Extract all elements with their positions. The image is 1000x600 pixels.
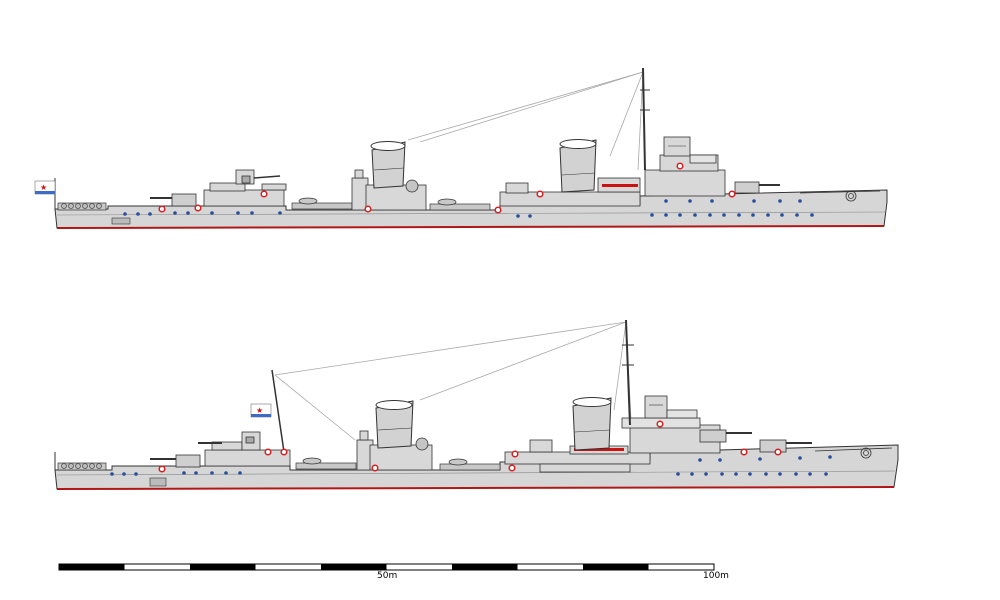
aft-superstructure-upper xyxy=(203,169,287,207)
foremast-lower xyxy=(622,319,634,426)
boot-topping-upper xyxy=(56,225,885,229)
torpedo-tubes-mid-lower xyxy=(439,458,501,471)
fwd-gun-upper xyxy=(734,181,780,194)
scale-bar-segment xyxy=(583,564,649,570)
portholes-lower xyxy=(110,455,832,476)
scale-bar-segment xyxy=(452,564,518,570)
scale-label-100m: 100m xyxy=(703,571,729,581)
bridge-lower xyxy=(621,395,721,454)
portholes-upper xyxy=(123,199,814,218)
anchor-gear-lower xyxy=(814,447,893,459)
anchor-gear-upper xyxy=(799,190,881,202)
torpedo-tubes-mid-upper xyxy=(429,198,491,211)
searchlight-platform-upper xyxy=(351,169,427,211)
scale-bar-segment xyxy=(59,564,125,570)
naval-ensign-lower: ★ xyxy=(250,403,272,418)
lifebuoys-upper xyxy=(158,162,736,214)
scale-bar-segment xyxy=(190,564,256,570)
fwd-gun-b-lower xyxy=(699,429,752,443)
aft-gun-lower xyxy=(150,454,201,468)
rigging-upper xyxy=(407,71,644,171)
propeller-guard-upper xyxy=(111,217,131,225)
deck-line-upper xyxy=(56,211,886,216)
boot-topping-lower xyxy=(56,486,895,490)
ship-lower: ★ xyxy=(54,319,899,490)
searchlight-platform-lower xyxy=(356,430,433,471)
funnel-fore-lower xyxy=(375,400,414,449)
aft-superstructure-lower xyxy=(198,431,291,467)
torpedo-tubes-aft-upper xyxy=(291,197,353,210)
ship-upper: ★ xyxy=(34,67,888,229)
scale-bar-segment xyxy=(321,564,387,570)
naval-ensign-upper: ★ xyxy=(34,180,56,195)
fwd-superstructure-upper xyxy=(499,177,641,207)
propeller-guard-lower xyxy=(149,477,167,487)
scale-bar xyxy=(58,563,715,571)
funnel-aft-lower xyxy=(572,397,612,451)
funnel-aft-upper xyxy=(559,139,597,193)
scale-bar-segments xyxy=(59,564,649,570)
depth-charge-rack-upper xyxy=(57,202,107,211)
bridge-upper xyxy=(644,136,726,197)
depth-charge-rack-lower xyxy=(57,462,107,471)
mainmast-lower xyxy=(271,369,285,453)
foremast-upper xyxy=(640,67,650,171)
svg-text:★: ★ xyxy=(40,183,47,192)
scale-label-50m: 50m xyxy=(377,571,398,581)
svg-text:★: ★ xyxy=(256,406,263,415)
lifebuoys-lower xyxy=(158,420,782,473)
fwd-superstructure-lower xyxy=(504,439,651,473)
funnel-fore-upper xyxy=(370,141,406,189)
aft-gun-upper xyxy=(150,193,197,207)
torpedo-tubes-aft-lower xyxy=(295,457,357,470)
